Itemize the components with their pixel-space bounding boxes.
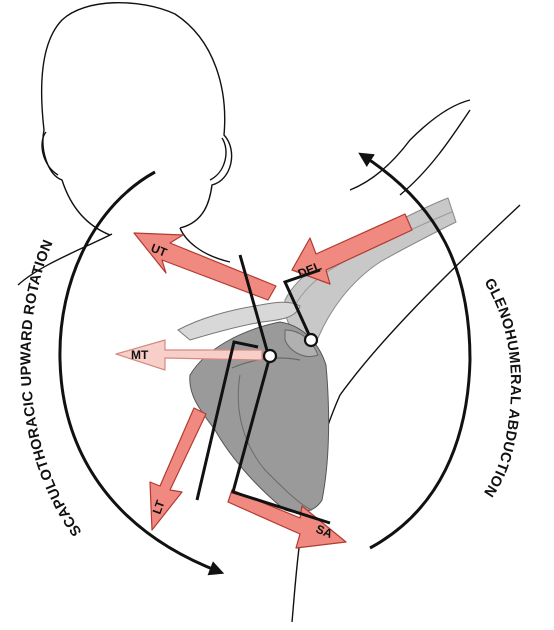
lever-lines bbox=[195, 254, 331, 525]
ut-lever bbox=[238, 254, 270, 355]
glenohumeral-arc bbox=[358, 152, 472, 550]
arm-upper-line bbox=[399, 109, 471, 196]
scapulothoracic-arc bbox=[58, 170, 225, 576]
del-arrow bbox=[291, 213, 413, 285]
head-outline bbox=[40, 2, 233, 236]
neck-left bbox=[17, 233, 113, 286]
scapular-pivot bbox=[262, 348, 278, 364]
mt-arrow bbox=[115, 339, 263, 371]
right-ear bbox=[209, 137, 227, 181]
scapula-lever-lower bbox=[231, 355, 331, 525]
sa-arrow bbox=[227, 489, 347, 549]
glenohumeral-pivot bbox=[303, 332, 319, 348]
neck-right bbox=[179, 227, 231, 263]
label-lt: LT bbox=[150, 498, 168, 516]
left-ear bbox=[41, 131, 59, 176]
shoulder-contour bbox=[349, 99, 471, 191]
ut-arrow bbox=[133, 232, 277, 301]
scapula bbox=[189, 321, 330, 513]
label-sa: SA bbox=[314, 522, 335, 541]
glenohumeral-label: GLENOHUMERAL ABDUCTION bbox=[480, 276, 523, 500]
arm-lower-line bbox=[339, 204, 521, 396]
force-arrows bbox=[115, 213, 413, 549]
del-lever bbox=[282, 268, 321, 340]
scapulothoracic-label: SCAPULOTHORACIC UPWARD ROTATION bbox=[18, 238, 85, 539]
label-mt: MT bbox=[131, 348, 149, 362]
label-ut: UT bbox=[149, 241, 170, 260]
clavicle bbox=[177, 301, 301, 341]
scapula-lever bbox=[195, 340, 259, 501]
lt-arrow bbox=[149, 407, 207, 531]
